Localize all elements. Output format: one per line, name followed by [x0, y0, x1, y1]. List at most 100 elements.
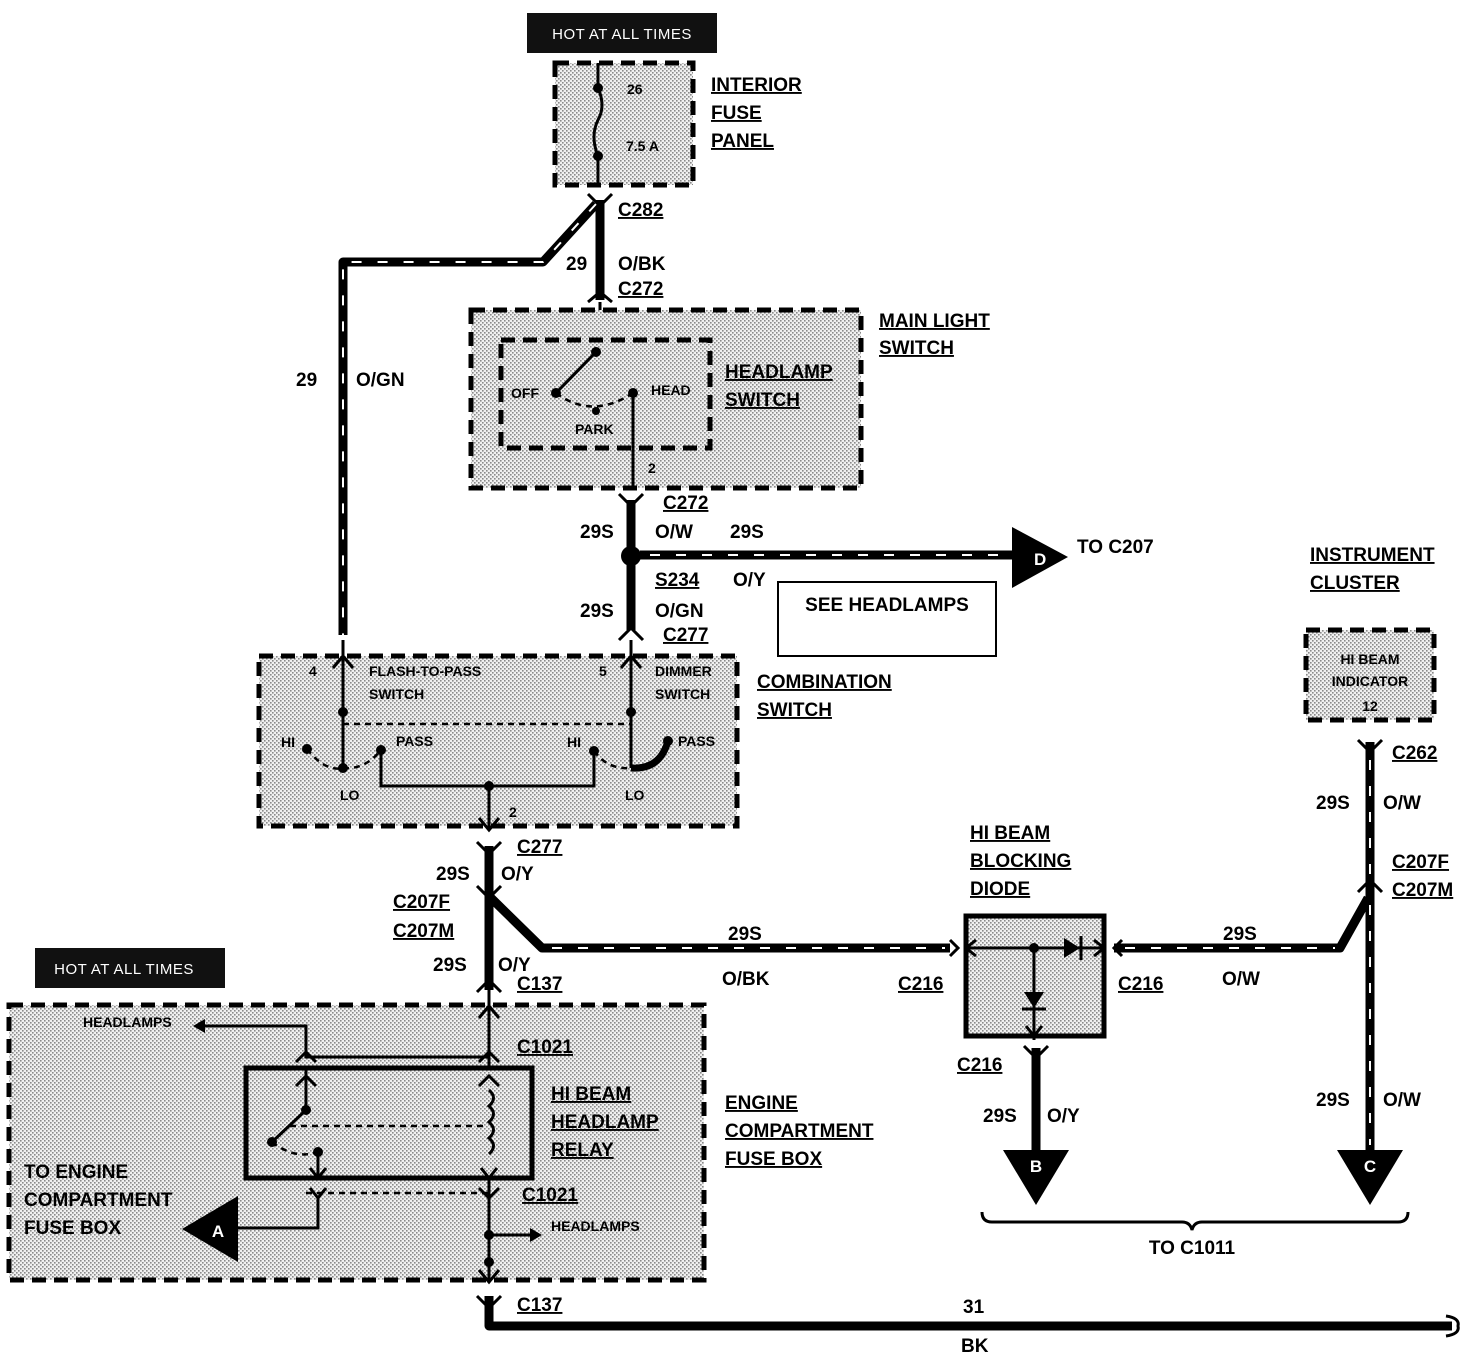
connector-c207m-right: C207M: [1392, 880, 1453, 901]
svg-text:FUSE: FUSE: [711, 103, 762, 124]
wire-ogn-color: O/GN: [356, 370, 405, 391]
svg-text:HEADLAMPS: HEADLAMPS: [83, 1014, 172, 1030]
wire-31-bk: [475, 1294, 1460, 1338]
hi-beam-headlamp-relay-label: HI BEAM: [551, 1084, 631, 1105]
svg-text:COMPARTMENT: COMPARTMENT: [725, 1121, 874, 1142]
svg-text:HI: HI: [567, 734, 581, 750]
wire-29-num: 29: [566, 254, 587, 275]
svg-text:C: C: [1364, 1157, 1376, 1176]
svg-text:CLUSTER: CLUSTER: [1310, 573, 1400, 594]
wire-29s-obk-num: 29S: [728, 924, 762, 945]
connector-c282-mark: [586, 192, 614, 209]
svg-text:SWITCH: SWITCH: [369, 686, 424, 702]
svg-text:SWITCH: SWITCH: [655, 686, 710, 702]
connector-c216-left: C216: [898, 974, 943, 995]
combination-switch-label: COMBINATION: [757, 672, 892, 693]
wire-bk-color: BK: [961, 1336, 989, 1357]
connector-c216-right: C216: [1118, 974, 1163, 995]
svg-text:7.5 A: 7.5 A: [626, 138, 659, 154]
connector-c277-top-mark: [617, 625, 645, 642]
wire-obk-2-color: O/BK: [722, 969, 770, 990]
connector-c1021-bottom: C1021: [522, 1185, 578, 1206]
combination-switch: 4 FLASH-TO-PASS SWITCH 5 DIMMER SWITCH H…: [256, 640, 740, 833]
splice-s234-label: S234: [655, 570, 700, 591]
svg-text:2: 2: [509, 804, 517, 820]
svg-text:HI: HI: [281, 734, 295, 750]
svg-text:DIMMER: DIMMER: [655, 663, 712, 679]
interior-fuse-panel: 26 7.5 A: [552, 60, 696, 188]
svg-text:LO: LO: [625, 787, 645, 803]
to-c1011-brace: [980, 1211, 1410, 1231]
svg-text:SEE HEADLAMPS: SEE HEADLAMPS: [805, 595, 969, 616]
diode-icon: [1064, 938, 1080, 958]
svg-text:COMPARTMENT: COMPARTMENT: [24, 1190, 173, 1211]
destination-a: A: [182, 1196, 238, 1262]
wire-29s-ow-num: 29S: [580, 522, 614, 543]
wires-right: [1022, 738, 1384, 1150]
wire-ow-out-color: O/W: [1383, 1090, 1421, 1111]
wire-oy-d-color: O/Y: [733, 570, 766, 591]
wire-obk-color: O/BK: [618, 254, 666, 275]
connector-c1021-top: C1021: [517, 1037, 573, 1058]
svg-text:FUSE BOX: FUSE BOX: [725, 1149, 822, 1170]
svg-text:SWITCH: SWITCH: [725, 390, 800, 411]
wire-31-num: 31: [963, 1297, 985, 1318]
wire-29-ogn-num: 29: [296, 370, 317, 391]
connector-c216-bottom: C216: [957, 1055, 1002, 1076]
engine-compartment-fuse-box: HEADLAMPS HEADLAMPS: [6, 990, 707, 1285]
diode-icon: [1024, 992, 1044, 1008]
destination-d: D: [1012, 527, 1068, 588]
wire-oy-b-color: O/Y: [498, 955, 531, 976]
svg-text:PASS: PASS: [678, 733, 715, 749]
svg-text:D: D: [1034, 550, 1046, 569]
connector-c272-bottom-mark: [617, 492, 645, 509]
svg-text:BLOCKING: BLOCKING: [970, 851, 1071, 872]
svg-text:FLASH-TO-PASS: FLASH-TO-PASS: [369, 663, 481, 679]
svg-text:DIODE: DIODE: [970, 879, 1030, 900]
to-c1011-label: TO C1011: [1149, 1238, 1236, 1259]
svg-text:RELAY: RELAY: [551, 1140, 614, 1161]
wire-29s-ow-diode-num: 29S: [1223, 924, 1257, 945]
destination-b: B: [1003, 1150, 1069, 1205]
connector-c207f-right: C207F: [1392, 852, 1449, 873]
destination-c: C: [1337, 1150, 1403, 1205]
interior-fuse-panel-label: INTERIOR: [711, 75, 802, 96]
splice-s234: [621, 546, 641, 566]
fuse-icon: [592, 87, 604, 157]
hot-at-all-times-top-header: HOT AT ALL TIMES: [527, 13, 717, 53]
wire-29s-oy-b-num: 29S: [433, 955, 467, 976]
connector-c277-bottom: C277: [517, 837, 562, 858]
instrument-cluster: HI BEAM INDICATOR 12: [1303, 627, 1437, 723]
svg-text:2: 2: [648, 460, 656, 476]
svg-text:HOT AT ALL TIMES: HOT AT ALL TIMES: [54, 961, 194, 978]
wire-29s-oy-d-num: 29S: [730, 522, 764, 543]
see-headlamps-note: SEE HEADLAMPS: [777, 581, 997, 657]
svg-text:SWITCH: SWITCH: [757, 700, 832, 721]
wire-ow-color: O/W: [655, 522, 693, 543]
connector-c207f: C207F: [393, 892, 450, 913]
connector-c272-top: C272: [618, 279, 663, 300]
main-light-switch-label: MAIN LIGHT: [879, 311, 990, 332]
relay-coil-icon: [486, 1088, 495, 1156]
wire-29s-oy-a-num: 29S: [436, 864, 470, 885]
wire-29s-ow-cluster-num: 29S: [1316, 793, 1350, 814]
svg-text:26: 26: [627, 81, 643, 97]
svg-text:INDICATOR: INDICATOR: [1332, 673, 1408, 689]
svg-text:FUSE BOX: FUSE BOX: [24, 1218, 121, 1239]
wire-oy-out-color: O/Y: [1047, 1106, 1080, 1127]
wire-29s-oy-out-num: 29S: [983, 1106, 1017, 1127]
connector-c282: C282: [618, 200, 663, 221]
svg-text:SWITCH: SWITCH: [879, 338, 954, 359]
svg-text:PARK: PARK: [575, 421, 614, 437]
wire-29s-ogn-num: 29S: [580, 601, 614, 622]
wire-29s-ow-out-num: 29S: [1316, 1090, 1350, 1111]
connector-c137-bottom: C137: [517, 1295, 562, 1316]
wires-middle: [475, 840, 950, 994]
svg-text:4: 4: [309, 663, 317, 679]
svg-text:PASS: PASS: [396, 733, 433, 749]
wire-ow-diode-color: O/W: [1222, 969, 1260, 990]
svg-text:HEADLAMP: HEADLAMP: [551, 1112, 659, 1133]
connector-c272-bottom: C272: [663, 493, 708, 514]
svg-text:HEAD: HEAD: [651, 382, 691, 398]
